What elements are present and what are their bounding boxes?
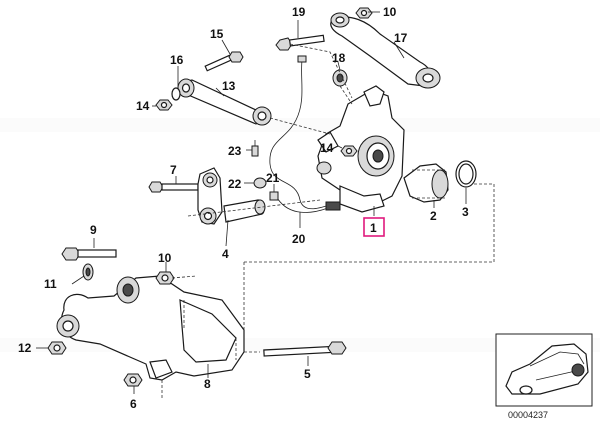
callout-11: 11 xyxy=(44,277,57,291)
callout-22: 22 xyxy=(228,177,242,191)
callout-14-right: 14 xyxy=(320,141,334,155)
callout-12: 12 xyxy=(18,341,32,355)
callout-21: 21 xyxy=(266,171,280,185)
nut-6[interactable] xyxy=(123,373,143,387)
callout-17: 17 xyxy=(394,31,408,45)
leader-lines xyxy=(36,11,467,394)
trailing-arm[interactable] xyxy=(56,275,245,381)
callout-13: 13 xyxy=(222,79,236,93)
clip-21[interactable] xyxy=(269,191,279,201)
callout-10-top: 10 xyxy=(383,5,397,19)
nut-14-left[interactable] xyxy=(155,99,173,111)
callout-14-left: 14 xyxy=(136,99,150,113)
callout-15: 15 xyxy=(210,27,224,41)
callout-18: 18 xyxy=(332,51,346,65)
clip-23[interactable] xyxy=(251,140,259,157)
grommet-22[interactable] xyxy=(253,177,267,189)
nut-12[interactable] xyxy=(47,341,67,355)
wheel-carrier[interactable] xyxy=(316,85,405,213)
nut-14-right[interactable] xyxy=(340,145,358,157)
callout-23: 23 xyxy=(228,144,242,158)
toe-link[interactable] xyxy=(177,78,272,126)
bushing-11[interactable] xyxy=(82,263,94,281)
drive-flange[interactable] xyxy=(403,163,449,203)
callout-9: 9 xyxy=(90,223,97,237)
callout-5: 5 xyxy=(304,367,311,381)
bolt-7[interactable] xyxy=(148,181,199,193)
sensor-cable[interactable] xyxy=(269,55,341,213)
callout-2: 2 xyxy=(430,209,437,223)
callout-labels: 19 10 17 18 15 16 13 14 14 23 22 21 20 7… xyxy=(18,5,469,411)
callout-4: 4 xyxy=(222,247,229,261)
callout-19: 19 xyxy=(292,5,306,19)
reference-number: 00004237 xyxy=(508,410,548,420)
bolt-15[interactable] xyxy=(204,51,244,72)
callout-1: 1 xyxy=(370,221,377,235)
swing-link[interactable] xyxy=(197,167,223,225)
callout-8: 8 xyxy=(204,377,211,391)
callout-7: 7 xyxy=(170,163,177,177)
nut-10-lower[interactable] xyxy=(155,271,175,285)
callout-3: 3 xyxy=(462,205,469,219)
seal-ring-3[interactable] xyxy=(455,160,477,188)
bolt-19[interactable] xyxy=(275,34,325,51)
nut-10-top[interactable] xyxy=(355,7,373,19)
callout-16: 16 xyxy=(170,53,184,67)
callout-20: 20 xyxy=(292,232,306,246)
upper-control-arm[interactable] xyxy=(330,12,441,89)
assembly-guides xyxy=(161,43,495,400)
callout-6: 6 xyxy=(130,397,137,411)
bolt-9[interactable] xyxy=(61,247,117,261)
callout-10-lower: 10 xyxy=(158,251,172,265)
callout-1-highlight[interactable]: 1 xyxy=(363,217,385,237)
bolt-5[interactable] xyxy=(263,341,347,357)
washer-16[interactable] xyxy=(171,87,181,101)
vehicle-thumbnail xyxy=(495,333,593,407)
